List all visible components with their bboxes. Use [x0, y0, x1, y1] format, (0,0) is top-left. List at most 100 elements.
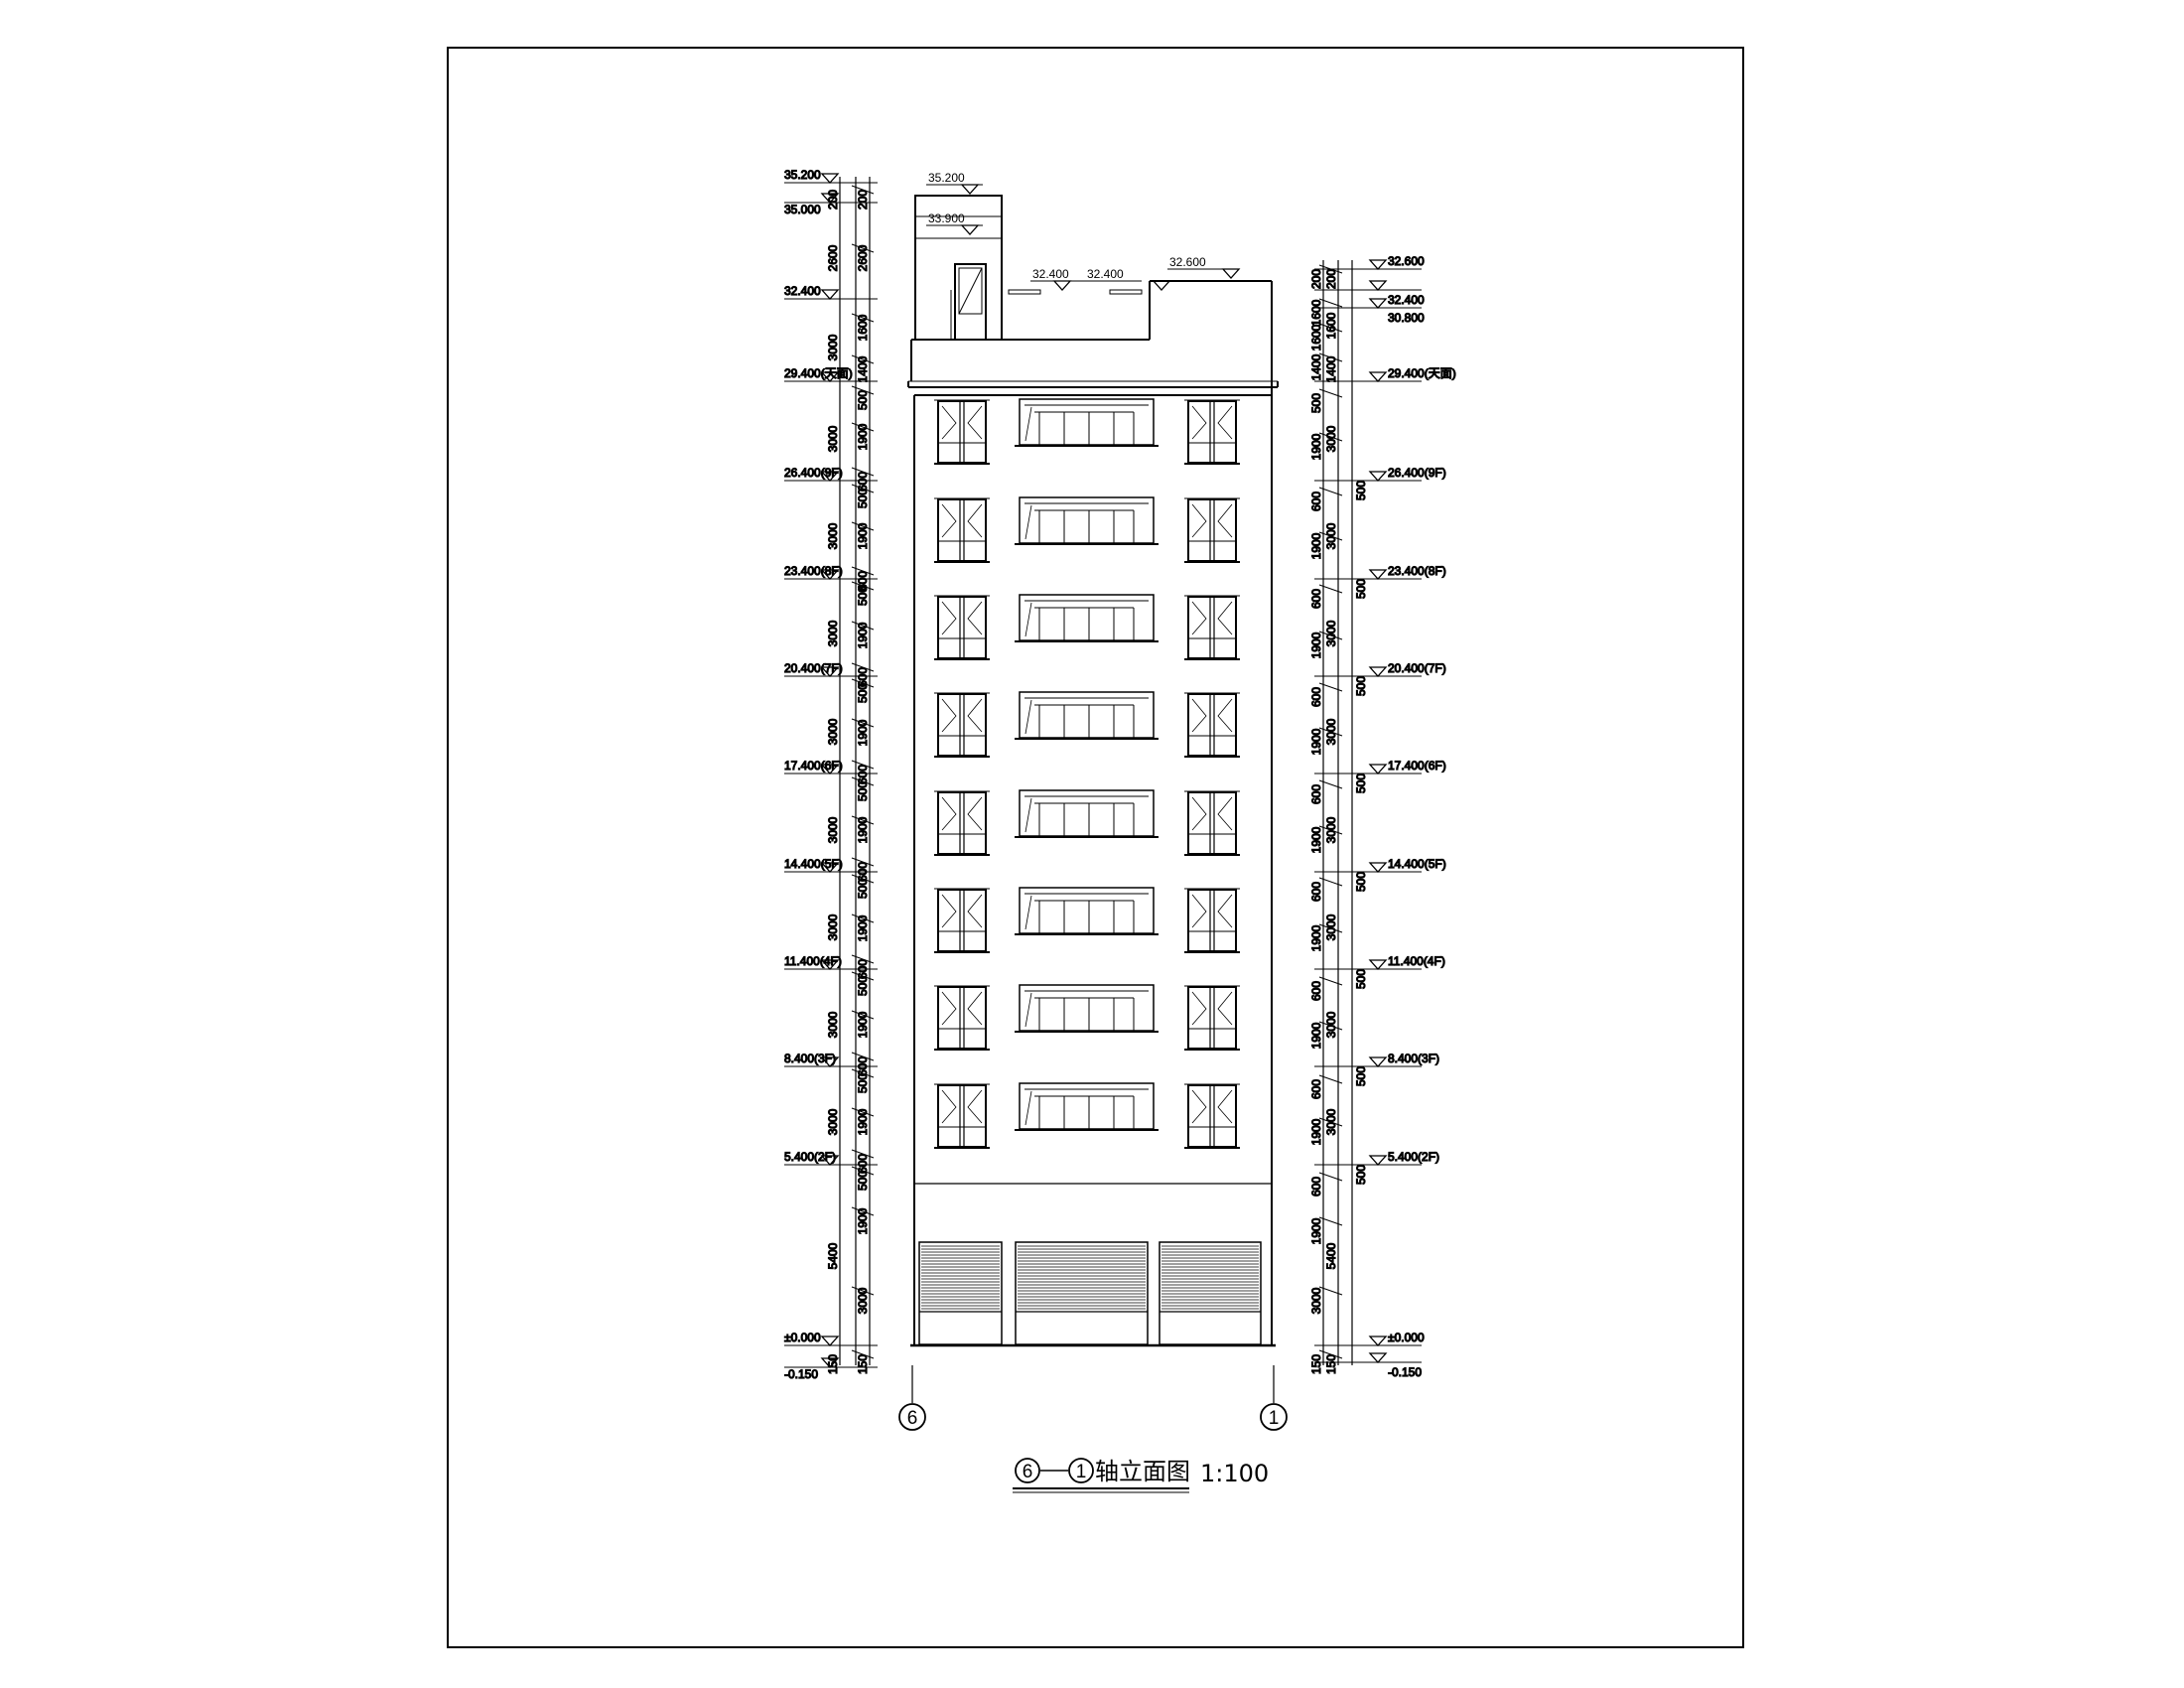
right-dim-inner-label: 600 [1309, 687, 1323, 707]
right-dim-inner-label: 600 [1309, 882, 1323, 902]
left-level-label: 20.400(7F) [784, 661, 843, 675]
right-dim-inner-label: 1400 [1309, 353, 1323, 380]
right-level-symbol [1368, 569, 1388, 580]
right-dim-inner-label: 600 [1309, 784, 1323, 804]
left-level-label: 23.400(8F) [784, 564, 843, 578]
right-level-label: -0.150 [1388, 1365, 1422, 1379]
right-dim-inner-label: 600 [1309, 492, 1323, 511]
side-window-opening [967, 503, 983, 538]
left-dim-inner-label: 500 [856, 683, 870, 703]
right-level-label: 23.400(8F) [1388, 564, 1446, 578]
right-dim-outer-label: 1400 [1324, 355, 1338, 382]
right-dim-tick [1318, 323, 1343, 333]
roof-ledge [1109, 289, 1143, 295]
left-dim-tick [851, 313, 875, 323]
right-dim-tick [1318, 877, 1343, 887]
right-dim-tick [1318, 976, 1343, 986]
right-dim-outer-label: 3000 [1324, 816, 1338, 843]
right-dim-inner-label: 200 [1309, 269, 1323, 289]
right-level-symbol [1368, 1336, 1388, 1346]
left-dim-outer-label: 3000 [826, 1108, 840, 1135]
left-dim-tick [851, 678, 875, 688]
left-dim-outer-label: 150 [826, 1354, 840, 1374]
right-dim-500-label: 500 [1354, 774, 1368, 793]
side-window-opening [1191, 796, 1207, 831]
right-dim-inner-label: 3000 [1309, 1287, 1323, 1314]
left-dim-tick [851, 484, 875, 493]
left-dim-inner-label: 1900 [856, 816, 870, 843]
left-dim-inner-label: 200 [856, 190, 870, 210]
center-window-opening [1024, 406, 1032, 442]
left-level-symbol [820, 569, 840, 580]
drawing-title: 6 1 轴立面图 1:100 [1013, 1458, 1269, 1493]
side-window-opening [967, 894, 983, 928]
right-dim-tick [1318, 1117, 1343, 1127]
right-dim-tick [1318, 531, 1343, 541]
title-axis-1-label: 1 [1076, 1462, 1087, 1482]
right-dim-inner-label: 1900 [1309, 1217, 1323, 1244]
right-dim-500-label: 500 [1354, 481, 1368, 500]
left-level-symbol [820, 959, 840, 970]
side-window-opening [941, 698, 957, 733]
side-window-opening [967, 405, 983, 440]
right-dim-outer-label: 3000 [1324, 718, 1338, 745]
left-dim-inner-label: 1900 [856, 522, 870, 549]
left-dim-inner-label: 500 [856, 976, 870, 996]
left-dim-tick [851, 467, 875, 477]
right-dim-inner-label: 1600 [1309, 299, 1323, 326]
title-axis-6-label: 6 [1023, 1462, 1033, 1482]
top-level-symbol [960, 184, 980, 195]
side-window-opening [941, 894, 957, 928]
side-window-opening [967, 1089, 983, 1124]
right-dim-outer-label: 5400 [1324, 1242, 1338, 1269]
side-window-opening [967, 601, 983, 635]
right-dim-500-label: 500 [1354, 969, 1368, 989]
right-level-symbol [1368, 959, 1388, 970]
right-dim-inner-label: 1900 [1309, 433, 1323, 460]
center-window-opening [1024, 797, 1032, 833]
top-level-symbol [1152, 280, 1171, 291]
right-dim-inner-label: 1600 [1309, 324, 1323, 351]
right-dim-tick [1318, 1074, 1343, 1084]
center-window-opening [1024, 1090, 1032, 1126]
left-dim-tick [851, 971, 875, 981]
top-level-label: 35.200 [928, 171, 965, 185]
side-window-opening [1191, 991, 1207, 1026]
right-level-label: 29.400(天面) [1388, 366, 1456, 380]
left-dim-tick [851, 857, 875, 867]
title-axis-6-bubble [1015, 1458, 1040, 1483]
left-dim-tick [851, 1010, 875, 1020]
right-dim-inner-label: 600 [1309, 589, 1323, 609]
shutter-door [1015, 1241, 1149, 1345]
axis-bubble-label: 1 [1269, 1408, 1280, 1429]
right-dim-inner-label: 1900 [1309, 1022, 1323, 1049]
axis-bubble [1260, 1403, 1288, 1431]
left-dim-inner-label: 3000 [856, 1287, 870, 1314]
center-window-opening [1024, 992, 1032, 1028]
right-level-label: 8.400(3F) [1388, 1052, 1439, 1065]
right-dim-500-label: 500 [1354, 1165, 1368, 1185]
right-dim-tick [1318, 388, 1343, 398]
left-dim-tick [851, 521, 875, 531]
right-level-symbol [1368, 1056, 1388, 1067]
right-dim-tick [1318, 1349, 1343, 1359]
left-level-label: ±0.000 [784, 1331, 821, 1344]
drawing-frame [447, 47, 1744, 1648]
right-level-label: 5.400(2F) [1388, 1150, 1439, 1164]
right-dim-outer-label: 3000 [1324, 620, 1338, 646]
left-level-symbol [820, 289, 840, 300]
top-level-label: 32.400 [1087, 267, 1124, 281]
side-window-opening [1217, 894, 1233, 928]
right-dim-outer-label: 3000 [1324, 522, 1338, 549]
right-level-symbol [1368, 666, 1388, 677]
right-dim-outer-label: 200 [1324, 269, 1338, 289]
shutter-door [1159, 1241, 1262, 1345]
left-dim-inner-label: 600 [856, 571, 870, 591]
left-dim-inner-label: 1900 [856, 914, 870, 941]
side-window-opening [941, 405, 957, 440]
left-dim-inner-label: 1900 [856, 423, 870, 450]
left-dim-tick [851, 621, 875, 631]
left-dim-tick [851, 815, 875, 825]
right-level-symbol [1368, 764, 1388, 774]
